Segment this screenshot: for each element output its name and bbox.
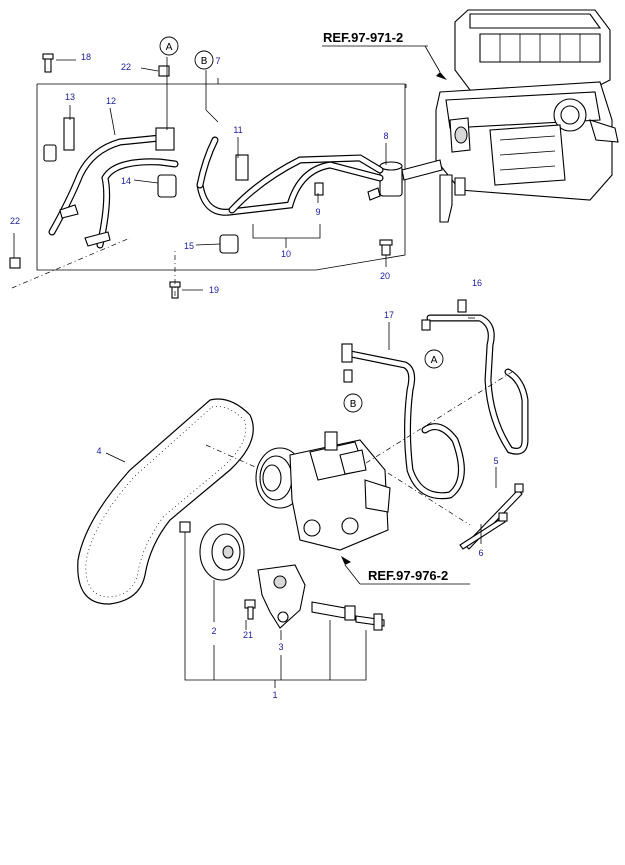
connector-a-label: A xyxy=(431,355,438,366)
callout-leaders xyxy=(13,45,497,688)
part-number-8: 8 xyxy=(383,131,388,141)
connector-b-top: B xyxy=(194,50,214,70)
part-number-7: 7 xyxy=(215,56,220,66)
connector-a-lower: A xyxy=(424,349,444,369)
compressor-drawing xyxy=(255,431,391,551)
part-number-11: 11 xyxy=(233,125,242,135)
part-number-17: 17 xyxy=(384,310,394,320)
lower-hoses-drawing xyxy=(341,299,529,500)
part-number-6: 6 xyxy=(478,548,483,558)
part-number-13: 13 xyxy=(65,92,75,102)
upper-hoses-drawing xyxy=(43,117,384,254)
part-number-12: 12 xyxy=(106,96,116,106)
part-number-22-left: 22 xyxy=(10,216,20,226)
part-number-18: 18 xyxy=(81,52,91,62)
part-number-15: 15 xyxy=(184,241,194,251)
bracket-drawing xyxy=(244,564,385,631)
connector-a-label: A xyxy=(166,42,173,53)
ref-heater-unit: REF.97-971-2 xyxy=(323,30,403,45)
part-number-4: 4 xyxy=(96,446,101,456)
connector-b-label: B xyxy=(350,399,357,410)
part-number-20: 20 xyxy=(380,271,390,281)
heater-unit-drawing xyxy=(435,9,619,223)
part-number-22-top: 22 xyxy=(121,62,131,72)
part-number-21: 21 xyxy=(243,630,253,640)
part-number-10: 10 xyxy=(281,249,291,259)
part-number-9: 9 xyxy=(315,207,320,217)
part-number-16: 16 xyxy=(472,278,482,288)
connector-a-top: A xyxy=(159,36,179,56)
ref-compressor: REF.97-976-2 xyxy=(368,568,448,583)
part-number-5: 5 xyxy=(493,456,498,466)
idler-pulley-drawing xyxy=(179,521,245,581)
part-number-3: 3 xyxy=(278,642,283,652)
connector-b-lower: B xyxy=(343,393,363,413)
leader-lines-lower xyxy=(174,250,513,526)
long-bolts-drawing xyxy=(459,483,524,550)
part-number-1: 1 xyxy=(272,690,277,700)
part-number-14: 14 xyxy=(121,176,131,186)
drive-belt-drawing xyxy=(77,398,254,605)
connector-b-label: B xyxy=(201,56,208,67)
part-number-2: 2 xyxy=(211,626,216,636)
part-number-19: 19 xyxy=(209,285,219,295)
